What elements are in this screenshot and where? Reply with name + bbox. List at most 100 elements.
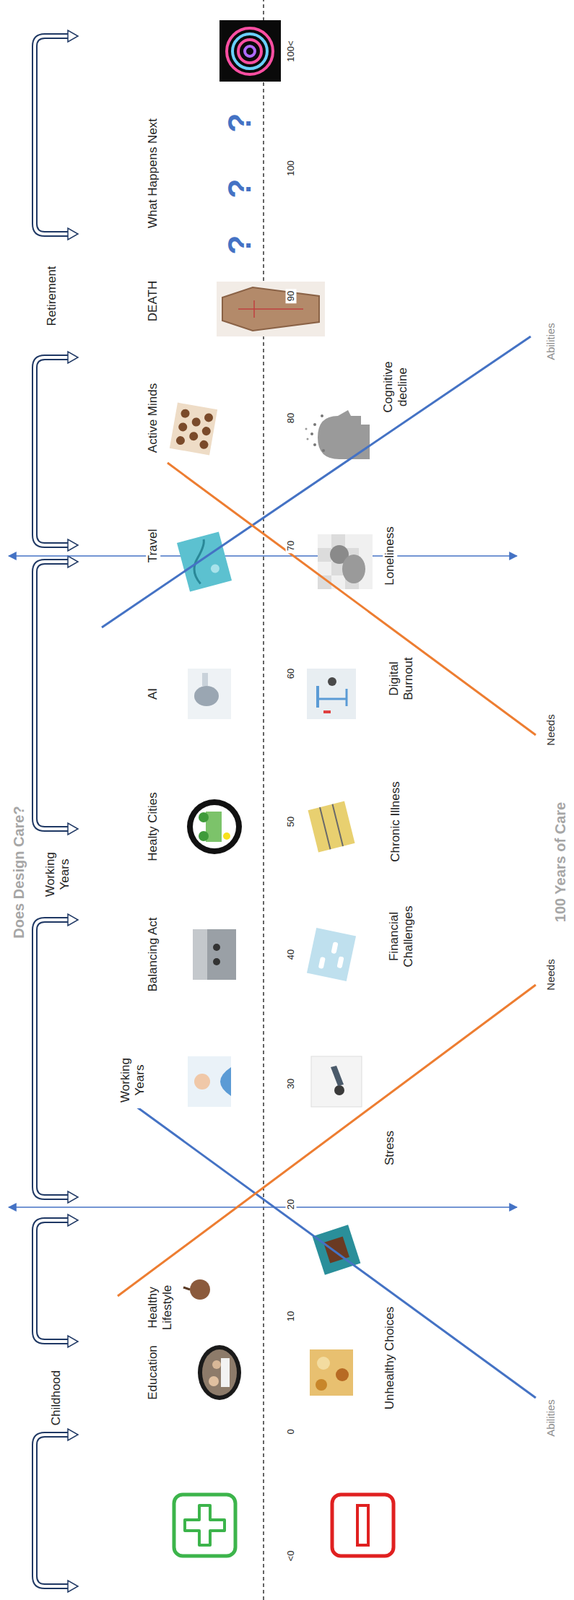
picture-detail xyxy=(191,417,202,428)
bracket xyxy=(34,1434,70,1587)
picture-frame xyxy=(219,20,281,82)
negative-label: Chronic Illness xyxy=(388,779,403,865)
bracket xyxy=(34,919,70,1198)
age-tick: 30 xyxy=(285,1076,297,1091)
negative-label: Financial Challenges xyxy=(386,901,416,972)
bracket xyxy=(34,1220,70,1342)
negative-label: Unhealthy Choices xyxy=(382,1304,398,1413)
picture-fill xyxy=(202,1349,237,1396)
age-tick: 20 xyxy=(285,1197,297,1212)
age-tick: 90 xyxy=(285,288,297,304)
bracket-arrow xyxy=(67,228,78,240)
coffin-shape xyxy=(222,287,320,331)
question-mark: ? xyxy=(223,111,256,136)
age-tick: 80 xyxy=(285,410,297,426)
picture-frame xyxy=(197,1345,242,1400)
picture-detail xyxy=(223,832,231,840)
bracket-arrow xyxy=(67,1335,78,1348)
picture-detail xyxy=(203,412,214,423)
bracket-arrow xyxy=(67,555,78,568)
picture-detail xyxy=(330,1065,344,1086)
question-mark: ? xyxy=(223,233,256,258)
education-picture xyxy=(197,1345,242,1400)
negative-label: Stress xyxy=(382,1128,398,1168)
picture-detail xyxy=(319,688,347,707)
illness-picture xyxy=(308,801,356,853)
line-label: Abilities xyxy=(544,1397,557,1439)
phase-label: Childhood xyxy=(49,1368,64,1429)
bracket-arrow xyxy=(67,1214,78,1226)
apple-picture xyxy=(183,1279,211,1300)
minds-picture xyxy=(169,402,218,456)
negative-label: Loneliness xyxy=(382,524,398,587)
age-tick: 100 xyxy=(285,158,297,179)
picture-detail xyxy=(220,1358,230,1387)
bracket-arrow xyxy=(67,351,78,364)
picture-detail xyxy=(330,941,338,954)
picture-detail xyxy=(192,929,208,980)
positive-label: Balancing Act xyxy=(145,914,161,994)
chocolate-picture xyxy=(312,1224,362,1275)
picture-fill xyxy=(308,801,356,853)
picture-detail xyxy=(210,563,221,574)
picture-fill xyxy=(311,1056,362,1107)
bracket xyxy=(34,36,70,234)
picture-fill xyxy=(169,402,218,456)
needs-line xyxy=(167,462,536,736)
picture-detail xyxy=(318,956,326,969)
negative-box xyxy=(332,1494,394,1556)
needs-line xyxy=(117,984,536,1297)
minus-symbol xyxy=(357,1505,369,1546)
picture-fill xyxy=(312,1224,362,1275)
working-picture xyxy=(187,1056,232,1107)
bracket xyxy=(34,561,70,829)
picture-detail xyxy=(320,414,324,418)
picture-fill xyxy=(192,805,237,849)
age-tick: 100< xyxy=(285,38,297,64)
age-tick: 70 xyxy=(285,538,297,554)
travel-picture xyxy=(176,531,232,592)
picture-detail xyxy=(194,685,219,707)
age-tick: 50 xyxy=(285,814,297,829)
picture-detail xyxy=(334,1085,345,1096)
bracket-arrow xyxy=(67,1191,78,1203)
food-picture xyxy=(309,1349,354,1396)
age-tick: 40 xyxy=(285,947,297,962)
abilities-line xyxy=(101,336,531,628)
picture-detail xyxy=(313,443,317,447)
apple-stem xyxy=(183,1287,190,1290)
stress-picture xyxy=(311,1056,362,1107)
bracket-arrow xyxy=(67,539,78,551)
picture-detail xyxy=(212,1360,221,1369)
picture-detail xyxy=(336,955,344,969)
picture-detail xyxy=(316,685,320,708)
bracket xyxy=(34,36,70,234)
picture-detail xyxy=(208,1376,219,1387)
bracket xyxy=(34,357,70,546)
picture-detail xyxy=(305,428,308,431)
negative-label: Digital Burnout xyxy=(386,651,416,707)
positive-label: Education xyxy=(145,1342,161,1403)
bracket xyxy=(34,357,70,546)
age-axis xyxy=(262,0,265,1600)
picture-detail xyxy=(212,943,221,951)
positive-label: What Happens Next xyxy=(145,116,161,231)
age-tick: 60 xyxy=(285,666,297,681)
diagram-caption: 100 Years of Care xyxy=(552,799,569,925)
age-tick: 0 xyxy=(285,1426,297,1437)
positive-label: Healthy Lifestyle xyxy=(145,1277,175,1338)
picture-fill xyxy=(187,1056,232,1107)
picture-detail xyxy=(175,435,186,446)
picture-detail xyxy=(188,431,199,442)
finance-picture xyxy=(306,927,356,982)
age-tick: <0 xyxy=(285,1548,297,1564)
neon-ring xyxy=(238,39,262,63)
picture-detail xyxy=(194,1073,211,1090)
positive-label: Travel xyxy=(145,527,161,566)
age-tick: 10 xyxy=(285,1309,297,1324)
positive-box xyxy=(174,1494,236,1556)
picture-detail xyxy=(315,1379,328,1391)
bracket-arrow xyxy=(67,823,78,835)
picture-detail xyxy=(198,812,209,823)
